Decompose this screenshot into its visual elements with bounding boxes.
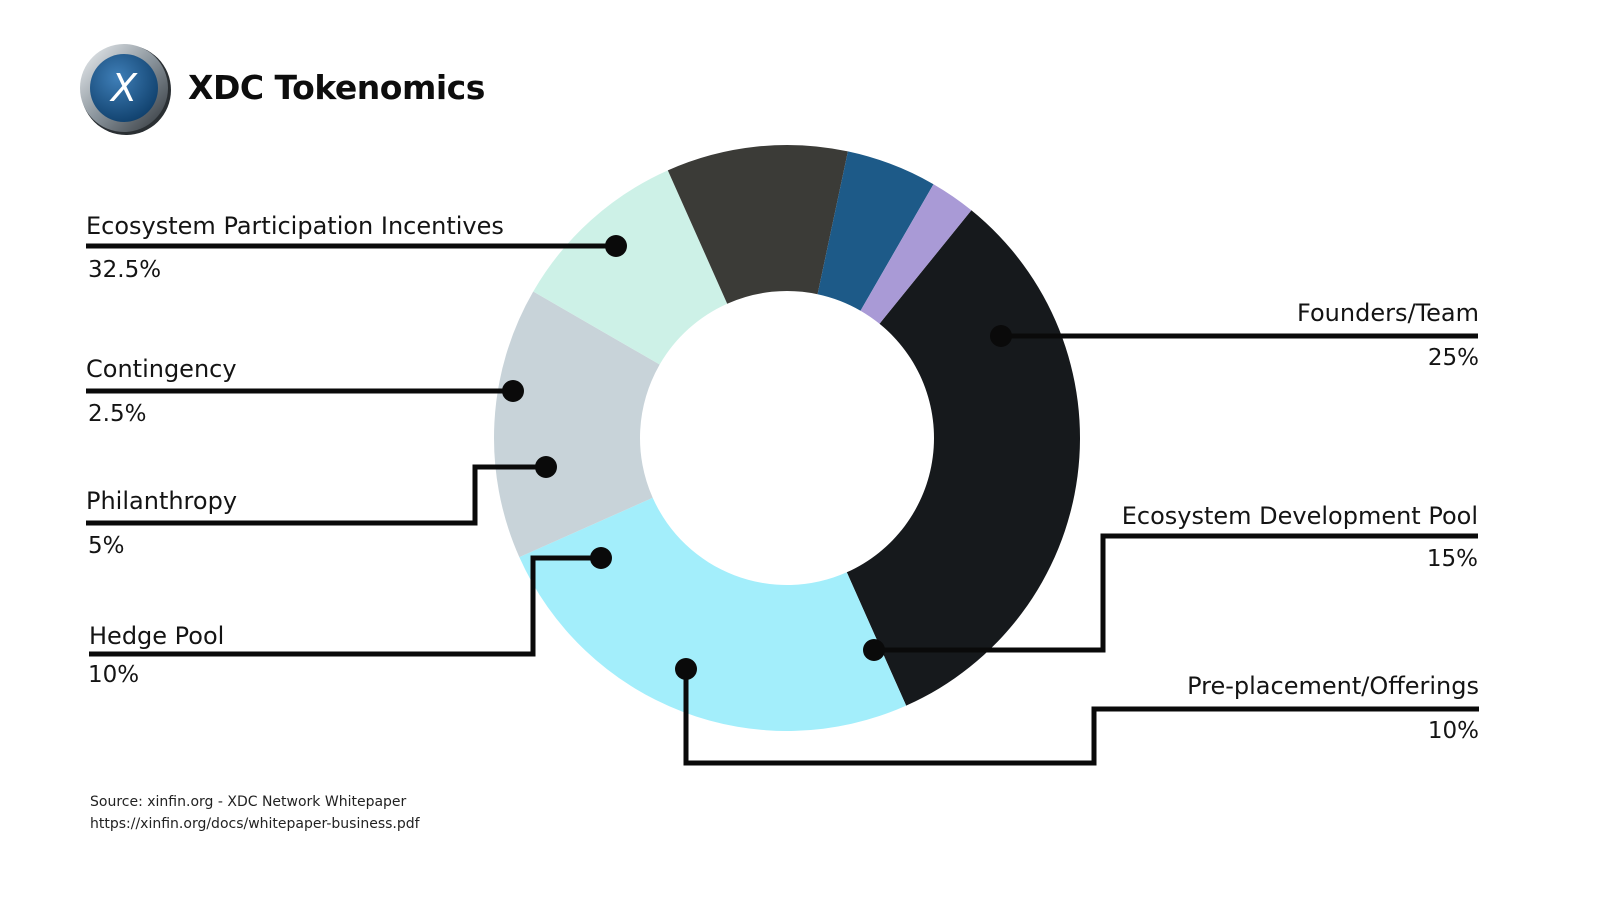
xdc-logo-icon: X (80, 44, 171, 135)
label-preplacement: Pre-placement/Offerings (1187, 672, 1479, 700)
value-founders-team: 25% (1427, 345, 1479, 371)
leader-dot-ecosystem-development-pool (863, 639, 885, 661)
slice-hedge-pool (667, 144, 848, 304)
leader-dot-philanthropy (535, 456, 557, 478)
label-hedge-pool: Hedge Pool (89, 622, 225, 650)
value-contingency: 2.5% (88, 401, 147, 427)
leader-dot-ecosystem-participation-incentives (605, 235, 627, 257)
leader-line-pre-placement-offerings (683, 669, 1479, 766)
label-ecosystem-development: Ecosystem Development Pool (1121, 502, 1478, 530)
leader-dot-pre-placement-offerings (675, 658, 697, 680)
leader-line-ecosystem-development-pool (874, 533, 1478, 653)
leader-dot-founders-team (990, 325, 1012, 347)
value-philanthropy: 5% (88, 533, 125, 559)
leader-line-hedge-pool (89, 555, 601, 657)
value-hedge-pool: 10% (88, 662, 140, 688)
leader-line-philanthropy (86, 464, 546, 526)
source-line: Source: xinfin.org - XDC Network Whitepa… (90, 794, 407, 810)
leader-dot-contingency (502, 380, 524, 402)
label-philanthropy: Philanthropy (86, 487, 238, 515)
page-title: XDC Tokenomics (188, 68, 485, 107)
source-url: https://xinfin.org/docs/whitepaper-busin… (90, 816, 420, 832)
label-contingency: Contingency (86, 355, 237, 383)
label-ecosystem-participation: Ecosystem Participation Incentives (86, 212, 504, 240)
slice-contingency (860, 184, 972, 324)
leader-dot-hedge-pool (590, 547, 612, 569)
leader-lines (86, 235, 1479, 766)
slice-pre-placement-offerings (533, 170, 728, 365)
value-preplacement: 10% (1427, 718, 1479, 744)
value-ecosystem-participation: 32.5% (88, 257, 162, 283)
donut-slices (494, 144, 1080, 731)
value-ecosystem-development: 15% (1426, 546, 1478, 572)
label-founders-team: Founders/Team (1297, 299, 1479, 327)
slice-founders-team (519, 497, 907, 731)
slice-ecosystem-development-pool (494, 291, 660, 558)
slice-philanthropy (817, 151, 934, 311)
logo-letter: X (109, 66, 138, 110)
